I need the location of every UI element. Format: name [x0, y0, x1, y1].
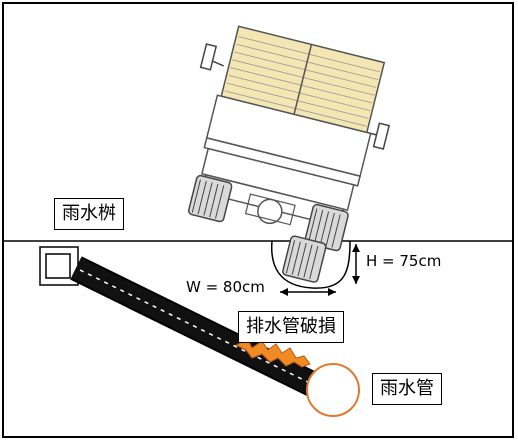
left-mirror — [199, 43, 218, 71]
sinkhole-outline — [270, 240, 351, 289]
right-mirror — [372, 122, 391, 150]
drain-pipe — [70, 256, 326, 400]
catch-basin-inner — [45, 253, 71, 279]
height-dimension-arrow — [352, 244, 360, 284]
height-dimension-text: H = 75cm — [366, 252, 442, 270]
width-dimension-text: W = 80cm — [186, 278, 265, 296]
rain-pipe-circle — [306, 363, 360, 417]
drain-damage-label: 排水管破損 — [238, 311, 344, 343]
rain-pipe-label: 雨水管 — [372, 373, 442, 405]
width-dimension-arrow — [280, 288, 336, 296]
catch-basin-label: 雨水桝 — [54, 198, 124, 230]
truck-illustration — [187, 25, 391, 283]
truck-wheel-rear — [282, 235, 327, 283]
truck-wheel-left — [187, 174, 233, 223]
